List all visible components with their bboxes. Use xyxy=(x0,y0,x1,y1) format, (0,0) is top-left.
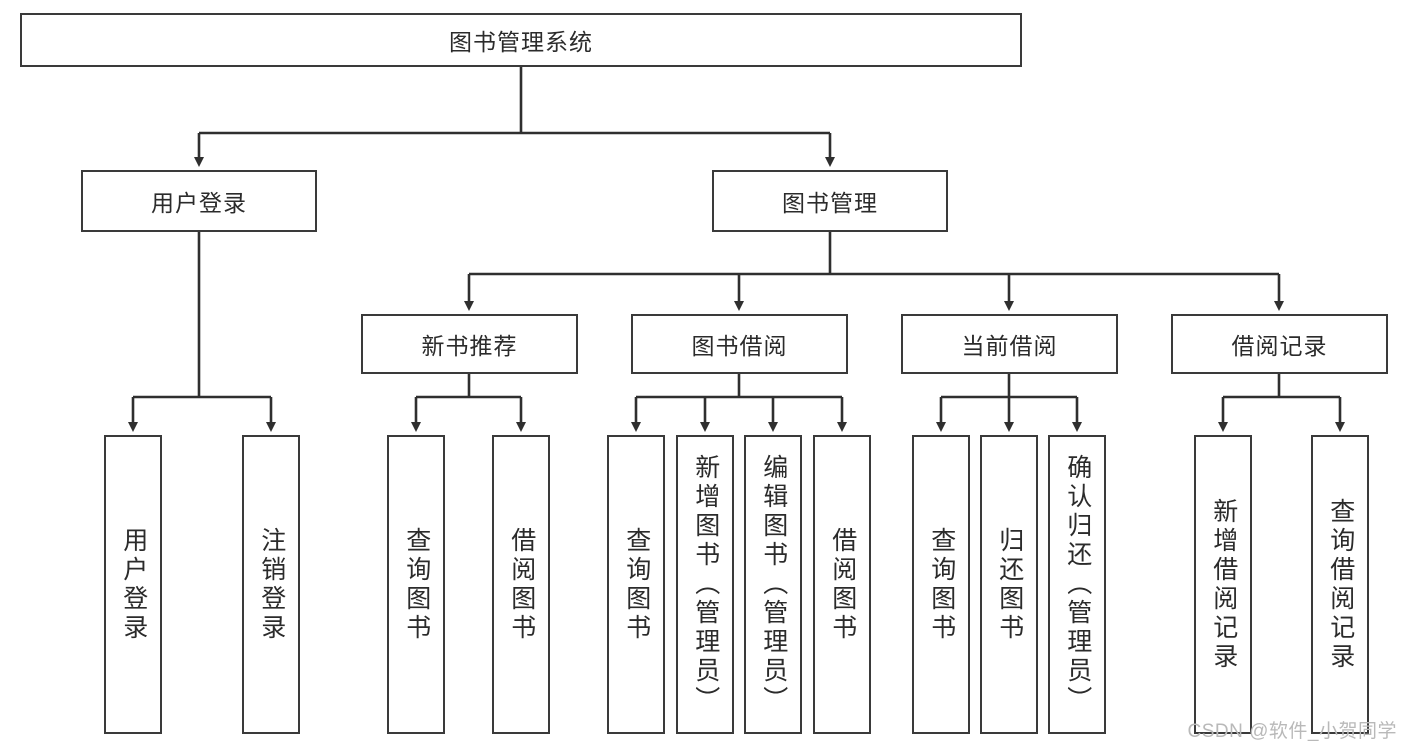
node-leaf-query-book-3-label: 查询图书 xyxy=(927,526,956,643)
node-leaf-query-book-1-label: 查询图书 xyxy=(402,526,431,643)
node-current-borrow-label: 当前借阅 xyxy=(961,333,1058,359)
node-leaf-add-book-label: 新增图书（管理员） xyxy=(691,454,720,715)
watermark-text: CSDN @软件_小贺同学 xyxy=(1187,721,1397,742)
node-leaf-logout-login-label: 注销登录 xyxy=(257,526,286,643)
node-book-borrow-label: 图书借阅 xyxy=(691,333,788,359)
node-borrow-record[interactable]: 借阅记录 xyxy=(1171,314,1388,374)
node-leaf-query-book-2[interactable]: 查询图书 xyxy=(607,435,665,734)
node-user-login[interactable]: 用户登录 xyxy=(81,170,317,232)
node-user-login-label: 用户登录 xyxy=(151,190,247,216)
node-leaf-query-book-1[interactable]: 查询图书 xyxy=(387,435,445,734)
node-leaf-return-book[interactable]: 归还图书 xyxy=(980,435,1038,734)
node-leaf-edit-book[interactable]: 编辑图书（管理员） xyxy=(744,435,802,734)
node-leaf-logout-login[interactable]: 注销登录 xyxy=(242,435,300,734)
node-leaf-add-book[interactable]: 新增图书（管理员） xyxy=(676,435,734,734)
node-leaf-query-record-label: 查询借阅记录 xyxy=(1326,497,1355,672)
node-current-borrow[interactable]: 当前借阅 xyxy=(901,314,1118,374)
node-book-management[interactable]: 图书管理 xyxy=(712,170,948,232)
node-leaf-return-book-label: 归还图书 xyxy=(995,526,1024,643)
node-leaf-query-book-3[interactable]: 查询图书 xyxy=(912,435,970,734)
node-leaf-add-record-label: 新增借阅记录 xyxy=(1209,497,1238,672)
node-new-book-recommend-label: 新书推荐 xyxy=(421,333,518,359)
node-borrow-record-label: 借阅记录 xyxy=(1231,333,1328,359)
node-leaf-user-login-label: 用户登录 xyxy=(119,526,148,643)
node-leaf-borrow-book-2-label: 借阅图书 xyxy=(828,526,857,643)
node-leaf-query-book-2-label: 查询图书 xyxy=(622,526,651,643)
node-root[interactable]: 图书管理系统 xyxy=(20,13,1022,67)
node-book-borrow[interactable]: 图书借阅 xyxy=(631,314,848,374)
node-leaf-add-record[interactable]: 新增借阅记录 xyxy=(1194,435,1252,734)
node-root-label: 图书管理系统 xyxy=(449,29,593,55)
node-book-management-label: 图书管理 xyxy=(782,190,878,216)
node-leaf-edit-book-label: 编辑图书（管理员） xyxy=(759,454,788,715)
node-leaf-user-login[interactable]: 用户登录 xyxy=(104,435,162,734)
node-leaf-confirm-return[interactable]: 确认归还（管理员） xyxy=(1048,435,1106,734)
node-new-book-recommend[interactable]: 新书推荐 xyxy=(361,314,578,374)
node-leaf-query-record[interactable]: 查询借阅记录 xyxy=(1311,435,1369,734)
node-leaf-confirm-return-label: 确认归还（管理员） xyxy=(1063,454,1092,715)
node-leaf-borrow-book-1[interactable]: 借阅图书 xyxy=(492,435,550,734)
node-leaf-borrow-book-2[interactable]: 借阅图书 xyxy=(813,435,871,734)
node-leaf-borrow-book-1-label: 借阅图书 xyxy=(507,526,536,643)
